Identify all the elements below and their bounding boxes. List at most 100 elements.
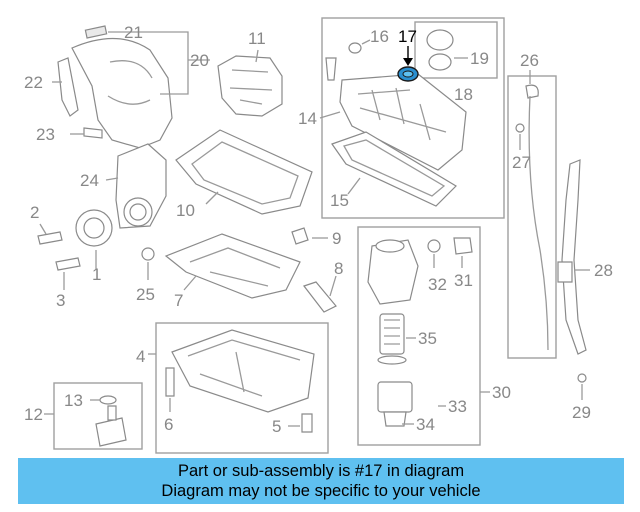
oil-pan-group-box <box>155 322 329 454</box>
bolt-6 <box>165 367 175 397</box>
dipstick-group-box <box>507 75 557 359</box>
leader-16 <box>361 39 371 45</box>
leader-11 <box>255 49 259 63</box>
oil-pan-gasket <box>175 129 313 215</box>
dipstick-tube <box>561 159 587 355</box>
callout-13: 13 <box>64 391 83 410</box>
callout-5: 5 <box>272 417 281 436</box>
dipstick-handle <box>525 84 539 99</box>
oil-level-sensor <box>95 417 127 447</box>
dipstick-rod <box>528 95 549 351</box>
callout-20: 20 <box>190 51 209 70</box>
filter-pleats <box>384 319 400 345</box>
bolt-16 <box>325 57 337 81</box>
callout-34: 34 <box>416 415 435 434</box>
seal-13 <box>99 395 117 405</box>
leader-20-21 <box>108 31 210 95</box>
leader-14 <box>319 111 341 119</box>
callout-4: 4 <box>136 347 145 366</box>
callout-8: 8 <box>334 259 343 278</box>
baffle-detail <box>189 247 281 287</box>
callout-2: 2 <box>30 203 39 222</box>
timing-cover-detail <box>107 60 153 105</box>
callout-23: 23 <box>36 125 55 144</box>
seal-31 <box>453 237 473 255</box>
callout-25: 25 <box>136 285 155 304</box>
callout-15: 15 <box>330 191 349 210</box>
oil-pan <box>171 329 315 413</box>
filter-oring <box>377 355 407 365</box>
cap-seal <box>428 53 452 71</box>
callout-32: 32 <box>428 275 447 294</box>
seal-29 <box>577 373 587 383</box>
callout-1: 1 <box>92 265 101 284</box>
callout-35: 35 <box>418 329 437 348</box>
callout-19: 19 <box>470 49 489 68</box>
callout-31: 31 <box>454 271 473 290</box>
banner-line-disclaimer: Diagram may not be specific to your vehi… <box>161 482 481 500</box>
pump-detail <box>229 69 273 105</box>
callout-17: 17 <box>398 27 417 46</box>
oil-filter-group-box <box>357 226 481 446</box>
callout-12: 12 <box>24 405 43 424</box>
oil-filler-cap <box>426 29 454 51</box>
valve-cover-detail <box>357 87 447 141</box>
callout-16: 16 <box>370 27 389 46</box>
callout-11: 11 <box>248 29 266 48</box>
filter-cap <box>377 381 413 413</box>
info-banner: Part or sub-assembly is #17 in diagram D… <box>18 458 624 504</box>
callout-9: 9 <box>332 229 341 248</box>
callout-27: 27 <box>512 153 531 172</box>
arrow-17 <box>403 58 413 66</box>
plug-25 <box>141 247 155 261</box>
cover-bolt <box>83 127 103 139</box>
bolt-2 <box>37 231 63 245</box>
seal-27 <box>515 123 525 133</box>
vacuum-pump <box>217 55 283 117</box>
leader-10 <box>205 191 219 205</box>
callout-21: 21 <box>124 23 143 42</box>
bolt-9 <box>291 227 309 245</box>
callout-33: 33 <box>448 397 467 416</box>
bolt-3 <box>55 257 81 271</box>
crank-pulley-hub <box>83 217 105 239</box>
front-seal-inner <box>129 203 147 221</box>
callout-24: 24 <box>80 171 99 190</box>
housing-cap <box>375 239 405 253</box>
leader-7 <box>183 275 197 291</box>
callout-18: 18 <box>454 85 473 104</box>
sensor-group-box <box>53 382 143 450</box>
leader-2 <box>39 223 47 235</box>
gasket-strip <box>84 25 108 39</box>
filter-cap-base <box>383 411 407 427</box>
leader-15 <box>347 177 361 195</box>
sensor-stem <box>107 405 117 421</box>
callout-22: 22 <box>24 73 43 92</box>
gasket-8 <box>303 281 337 313</box>
callout-6: 6 <box>164 415 173 434</box>
drain-plug-5 <box>301 413 313 433</box>
tube-bracket <box>557 261 573 283</box>
seal-32 <box>427 239 441 253</box>
valve-cover-gasket <box>331 131 457 207</box>
gasket-inner <box>191 141 299 205</box>
callout-28: 28 <box>594 261 613 280</box>
leader-8 <box>329 275 337 297</box>
banner-line-part: Part or sub-assembly is #17 in diagram <box>177 462 465 480</box>
callout-7: 7 <box>174 291 183 310</box>
leader-24 <box>105 177 119 181</box>
callout-10: 10 <box>176 201 195 220</box>
oil-pan-detail <box>187 339 301 397</box>
part-17-inner <box>402 70 414 78</box>
cap-subgroup-box <box>414 21 498 79</box>
timing-cover <box>71 37 173 149</box>
callout-30: 30 <box>492 383 511 402</box>
callout-3: 3 <box>56 291 65 310</box>
callout-26: 26 <box>520 51 539 70</box>
gasket-15-inner <box>343 139 446 197</box>
oil-baffle <box>164 233 301 299</box>
oil-filter-housing <box>367 239 419 305</box>
grommet-16 <box>348 42 362 54</box>
timing-cover-seal <box>57 57 79 117</box>
parts-diagram: 1 2 3 4 5 6 7 8 9 10 11 12 13 14 15 16 1… <box>24 17 613 454</box>
